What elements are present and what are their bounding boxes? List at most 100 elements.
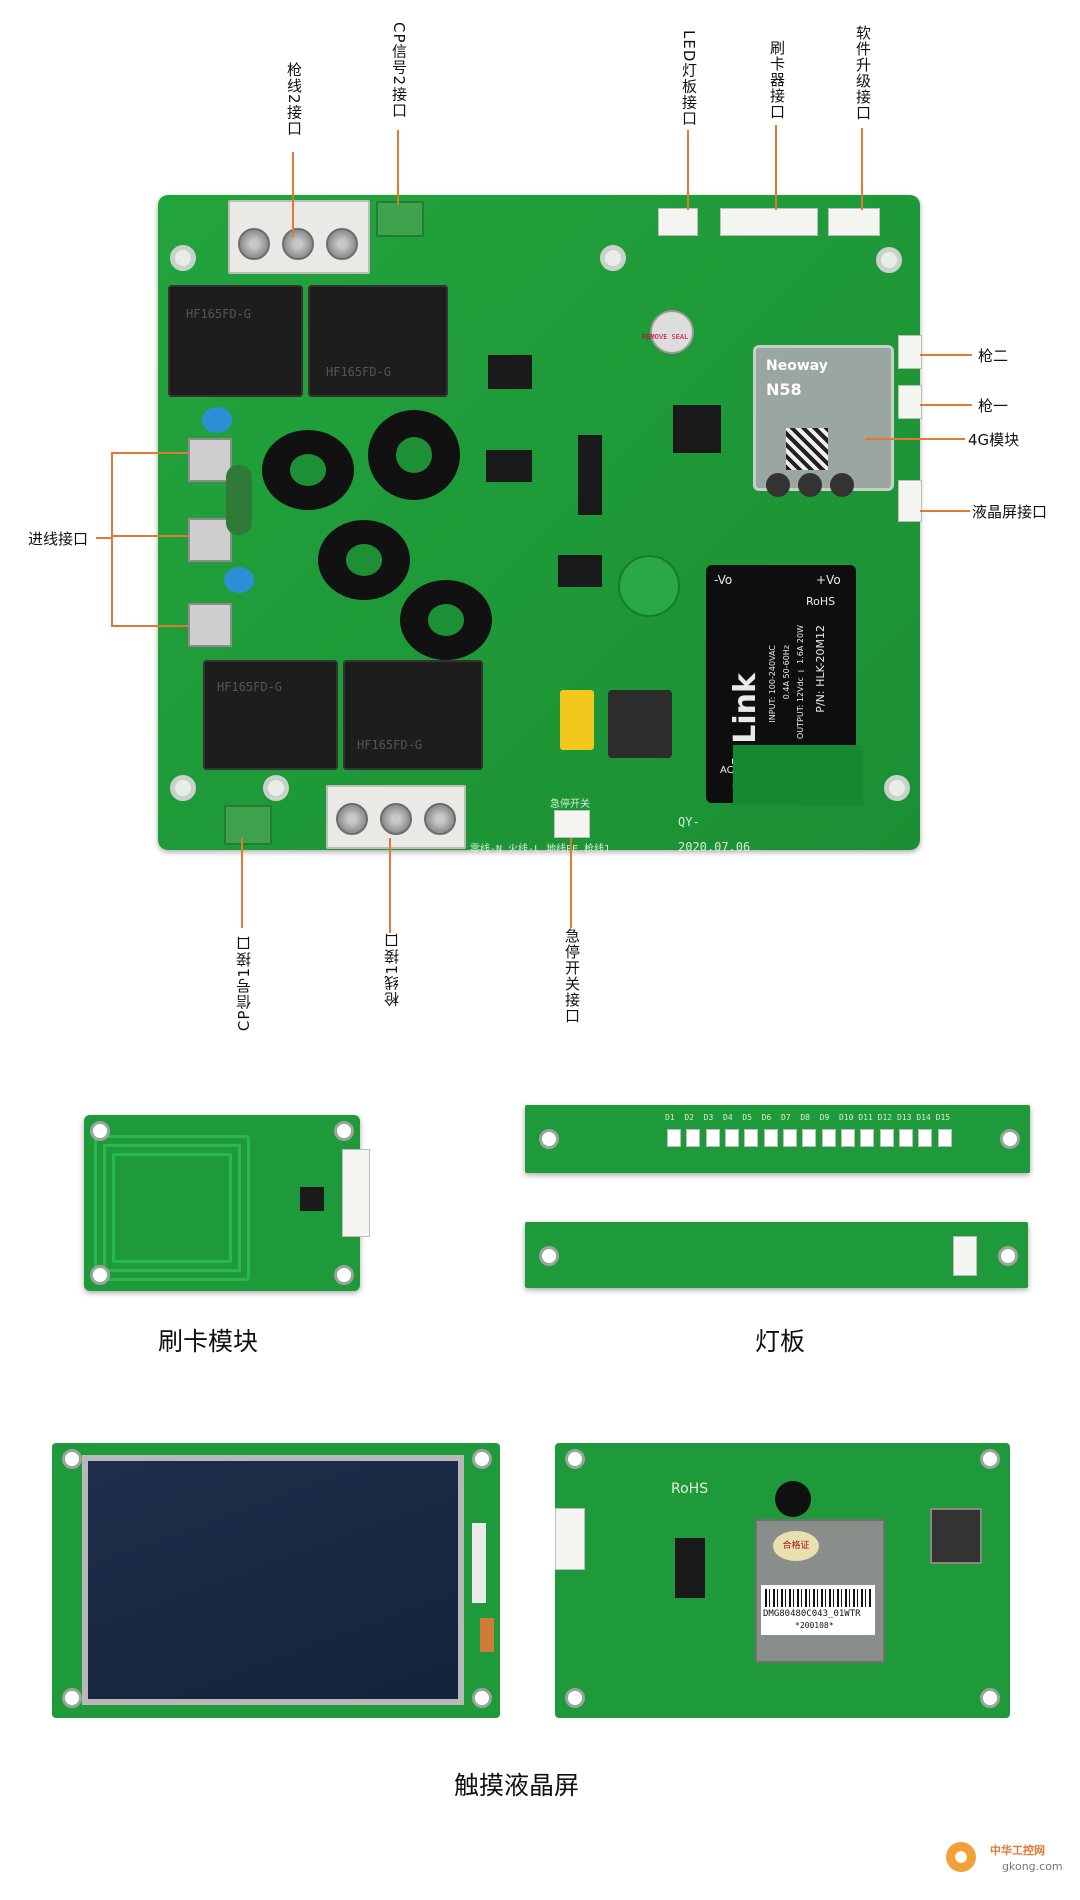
fpc-connector: [675, 1538, 705, 1598]
callout-line: [920, 510, 970, 512]
callout-gun-one: 枪一: [978, 397, 1009, 415]
callout-card-reader: 刷卡器接口: [768, 40, 786, 120]
mounting-hole: [565, 1688, 585, 1708]
ic-chip: [578, 435, 602, 515]
watermark-site: 中华工控网: [990, 1844, 1045, 1857]
mcu-chip: [673, 405, 721, 453]
main-controller-board: HF165FD-G HF165FD-G HF165FD-G HF165FD-G …: [158, 195, 922, 855]
led-label: D1: [665, 1113, 675, 1122]
current-transformer: [262, 430, 354, 510]
callout-line: [775, 125, 777, 210]
mounting-hole: [334, 1121, 354, 1141]
mounting-hole: [62, 1449, 82, 1469]
psu-vo-minus: -Vo: [714, 573, 733, 587]
card-reader-module: [84, 1115, 370, 1291]
screw: [336, 803, 368, 835]
relay: HF165FD-G: [203, 660, 338, 770]
led-label: D10: [839, 1113, 854, 1122]
pcb-area: [733, 745, 863, 805]
led: [725, 1129, 739, 1147]
varistor: [226, 465, 252, 535]
blue-capacitor: [224, 567, 254, 593]
ic-chip: [488, 355, 532, 389]
mounting-hole: [980, 1688, 1000, 1708]
battery-holder: [618, 555, 680, 617]
mounting-hole: [980, 1449, 1000, 1469]
relay-model-label: HF165FD-G: [357, 738, 423, 752]
callout-line: [861, 128, 863, 210]
callout-power-input: 进线接口: [28, 530, 89, 548]
cp2-green-terminal: [376, 201, 424, 237]
mounting-hole: [170, 775, 196, 801]
card-reader-pin-header: [342, 1149, 370, 1237]
callout-line: [389, 838, 391, 933]
capacitor: [798, 473, 822, 497]
callout-cp2: CP信号2接口: [390, 22, 408, 119]
x-capacitor: [560, 690, 594, 750]
led-label: D13: [897, 1113, 912, 1122]
callout-gun2-wire: 枪线2接口: [285, 62, 303, 137]
mounting-hole: [90, 1265, 110, 1285]
led: [667, 1129, 681, 1147]
psu-ac-label: AC: [720, 765, 734, 776]
current-transformer: [318, 520, 410, 600]
rfid-chip: [300, 1187, 324, 1211]
caption-card-module: 刷卡模块: [158, 1327, 259, 1356]
cp1-green-terminal: [224, 805, 272, 845]
led-label: D12: [877, 1113, 893, 1122]
led: [821, 1129, 836, 1147]
led-label: D3: [703, 1113, 714, 1122]
live-terminal: [188, 603, 232, 647]
screw: [282, 228, 314, 260]
buzzer: [775, 1481, 811, 1517]
callout-line: [241, 838, 243, 928]
led-label: D6: [761, 1113, 772, 1122]
led-label: D8: [800, 1113, 810, 1122]
screw: [424, 803, 456, 835]
mounting-hole: [539, 1246, 559, 1266]
barcode-model: DMG80480C043_01WTR: [763, 1609, 861, 1619]
upgrade-connector: [828, 208, 880, 236]
led: [879, 1129, 894, 1147]
lcd-screen: [82, 1455, 464, 1705]
led: [937, 1129, 952, 1147]
callout-lcd-port: 液晶屏接口: [972, 503, 1048, 521]
blue-capacitor: [202, 407, 232, 433]
callout-cp1: CP信号1接口: [235, 935, 253, 1032]
callout-estop: 急停开关接口: [563, 928, 581, 1024]
mounting-hole: [472, 1449, 492, 1469]
led-label: D4: [723, 1113, 733, 1122]
led: [860, 1129, 875, 1147]
mounting-hole: [876, 247, 902, 273]
relay-model-label: HF165FD-G: [186, 307, 252, 321]
led: [763, 1129, 778, 1147]
relay: HF165FD-G: [308, 285, 448, 397]
terminal-row-silk: 零线-N 火线-L 地线PE 枪线1: [470, 844, 611, 855]
ground-terminal: [188, 518, 232, 562]
callout-line: [687, 130, 689, 210]
callout-line: [920, 354, 972, 356]
psu-input-rating: 0.4A 50-60Hz: [782, 645, 791, 700]
qr-code: [786, 428, 828, 470]
4g-module: Neoway N58: [753, 345, 894, 491]
callout-gun-two: 枪二: [978, 347, 1009, 365]
gun-one-connector: [898, 385, 922, 419]
mounting-hole: [1000, 1129, 1020, 1149]
card-reader-connector: [720, 208, 818, 236]
estop-connector: [554, 810, 590, 838]
relay-model-label: HF165FD-G: [326, 365, 392, 379]
capacitor: [766, 473, 790, 497]
gun1-terminal-block: [326, 785, 466, 849]
gear-icon: [946, 1842, 976, 1872]
led: [841, 1129, 855, 1147]
psu-vo-plus: +Vo: [816, 573, 841, 587]
led-label: D2: [684, 1113, 694, 1122]
psu-input: INPUT: 100-240VAC: [768, 645, 777, 723]
mounting-hole: [263, 775, 289, 801]
led: [918, 1129, 933, 1147]
watermark-url: gkong.com: [1002, 1860, 1063, 1873]
callout-line: [397, 130, 399, 205]
buzzer-label: REMOVE SEAL: [642, 333, 689, 341]
